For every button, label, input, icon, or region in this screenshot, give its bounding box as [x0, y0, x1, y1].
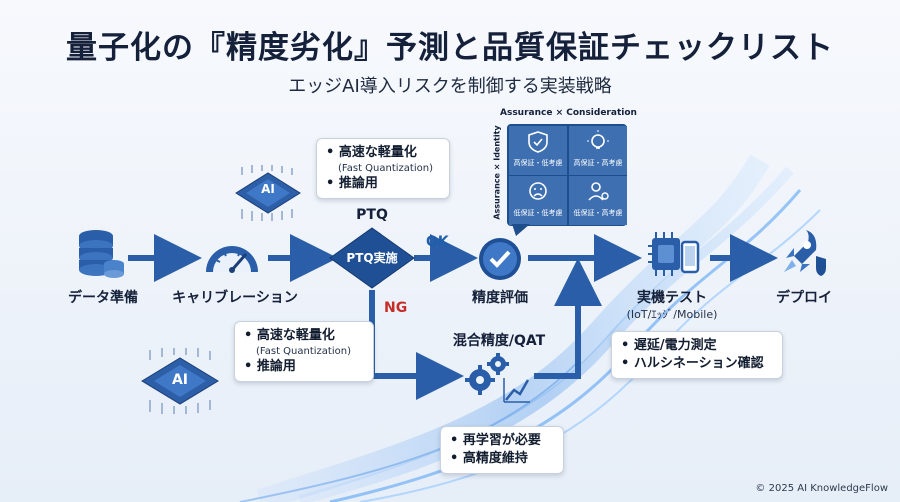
step-deploy-label: デプロイ: [776, 290, 832, 306]
matrix-cell-label: 低保証・低考慮: [513, 209, 563, 217]
lightbulb-icon: [587, 130, 609, 149]
gauge-icon: [206, 246, 258, 273]
callout-top-line1-sub: (Fast Quantization): [338, 163, 433, 174]
database-icon: [79, 230, 124, 278]
callout-ptq-benefits: • 高速な軽量化 (Fast Quantization) • 推論用: [316, 138, 450, 199]
callout-qat-notes: • 再学習が必要 • 高精度維持: [440, 426, 564, 474]
ok-label: OK: [426, 234, 449, 250]
step-device-test-sub: (IoT/ｴｯｼﾞ/Mobile): [626, 308, 718, 321]
ptq-exec-label: PTQ実施: [346, 251, 398, 265]
ai-chip-icon: [235, 165, 301, 221]
user-settings-icon: [588, 182, 609, 201]
ptq-label: PTQ: [356, 207, 388, 223]
matrix-pointer: [512, 224, 530, 236]
ng-label: NG: [384, 300, 408, 316]
step-mixed-qat-label: 混合精度/QAT: [452, 333, 546, 349]
ai-chip-top-label: AI: [261, 182, 275, 196]
ptq-diamond: [329, 227, 415, 289]
sad-face-icon: [529, 182, 547, 200]
callout-qat-line1: • 再学習が必要: [450, 433, 541, 448]
matrix-cell-label: 低保証・高考慮: [573, 209, 623, 217]
matrix-cell-ll-high: 低保証・高考慮: [569, 176, 627, 225]
callout-device-line1: • 遅延/電力測定: [621, 338, 717, 353]
matrix-cell-hh-low: 高保証・低考慮: [509, 126, 567, 175]
callout-device-checks: • 遅延/電力測定 • ハルシネーション確認: [611, 331, 783, 379]
callout-left-line2: • 推論用: [244, 359, 296, 374]
matrix-cell-label: 高保証・高考慮: [573, 159, 623, 167]
check-circle-icon: [479, 238, 521, 280]
ai-chip-icon: [141, 348, 219, 414]
step-data-prep-label: データ準備: [68, 290, 138, 306]
step-calibration-label: キャリブレーション: [172, 290, 298, 306]
matrix-top-label: Assurance × Consideration: [500, 108, 637, 118]
step-eval-label: 精度評価: [472, 290, 528, 306]
matrix-side-label: Assurance × Identity: [492, 125, 502, 220]
cpu-phone-icon: [648, 232, 700, 276]
assurance-matrix: 高保証・低考慮 高保証・高考慮 低保証・低考慮 低保証・高考慮: [507, 124, 627, 226]
rocket-shield-icon: [784, 230, 826, 276]
callout-top-line2: • 推論用: [326, 176, 378, 191]
step-device-test-label: 実機テスト: [637, 290, 707, 306]
page-subtitle: エッジAI導入リスクを制御する実装戦略: [288, 76, 612, 97]
page-title: 量子化の『精度劣化』予測と品質保証チェックリスト: [66, 30, 834, 66]
arrow-qat-to-device: [534, 258, 602, 379]
callout-top-line1: • 高速な軽量化: [326, 145, 417, 160]
ai-chip-left-label: AI: [171, 372, 189, 388]
matrix-cell-ll-low: 低保証・低考慮: [509, 176, 567, 225]
copyright-footer: © 2025 AI KnowledgeFlow: [755, 483, 888, 494]
callout-device-line2: • ハルシネーション確認: [621, 356, 764, 371]
callout-left-line1: • 高速な軽量化: [244, 328, 335, 343]
callout-left-benefits: • 高速な軽量化 (Fast Quantization) • 推論用: [234, 321, 374, 382]
matrix-cell-hh-high: 高保証・高考慮: [569, 126, 627, 175]
callout-qat-line2: • 高精度維持: [450, 451, 528, 466]
callout-left-line1-sub: (Fast Quantization): [256, 346, 351, 357]
shield-check-icon: [528, 131, 548, 153]
gears-chart-icon: [465, 353, 530, 403]
matrix-cell-label: 高保証・低考慮: [513, 159, 563, 167]
